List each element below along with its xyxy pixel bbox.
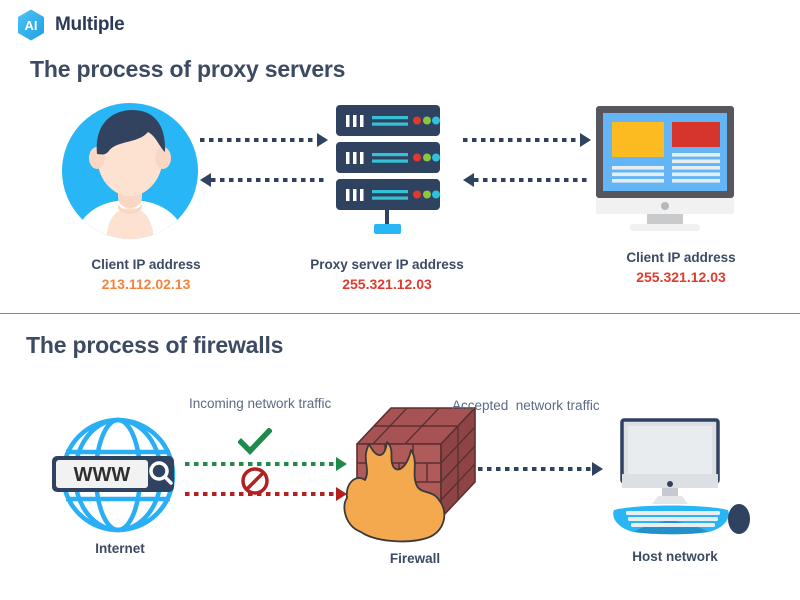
caption-client-ip: 213.112.02.13 [101, 276, 191, 292]
caption-host-network-label: Host network [632, 549, 718, 564]
caption-destination-label: Client IP address [626, 250, 736, 265]
brick-wall-flame-icon [335, 402, 495, 550]
label-accepted-traffic: Accepted network traffic [452, 398, 600, 413]
arrow-proxy-to-client [200, 173, 328, 187]
desktop-keyboard-mouse-icon [600, 418, 750, 543]
arrow-accepted-traffic [478, 462, 603, 476]
arrow-incoming-blocked [185, 487, 347, 501]
caption-internet: Internet [52, 541, 188, 556]
caption-proxy-label: Proxy server IP address [310, 257, 464, 272]
globe-www-icon: WWW [52, 414, 188, 536]
caption-host-network: Host network [600, 549, 750, 564]
arrow-client-to-proxy [200, 133, 328, 147]
caption-client-label: Client IP address [91, 257, 201, 272]
brand-wordmark: Multiple [55, 14, 125, 35]
section-title-firewall: The process of firewalls [26, 332, 284, 358]
desktop-monitor-icon [592, 104, 738, 236]
brand-logo: AI Multiple [14, 8, 125, 42]
arrow-incoming-allowed [185, 457, 347, 471]
server-rack-icon [330, 103, 446, 235]
svg-text:AI: AI [25, 18, 38, 33]
caption-destination-ip: 255.321.12.03 [636, 269, 726, 285]
section-divider [0, 313, 800, 314]
user-avatar-icon [56, 96, 204, 246]
section-title-proxy: The process of proxy servers [30, 56, 346, 82]
svg-text:WWW: WWW [74, 464, 131, 486]
caption-client: Client IP address 213.112.02.13 [0, 257, 292, 292]
arrow-destination-to-proxy [463, 173, 591, 187]
caption-proxy: Proxy server IP address 255.321.12.03 [270, 257, 504, 292]
label-incoming-traffic: Incoming network traffic [189, 396, 332, 411]
caption-destination: Client IP address 255.321.12.03 [562, 250, 800, 285]
caption-proxy-ip: 255.321.12.03 [342, 276, 432, 292]
caption-internet-label: Internet [95, 541, 145, 556]
caption-firewall: Firewall [340, 551, 490, 566]
check-mark-icon [238, 428, 272, 456]
ai-hexagon-icon: AI [14, 8, 48, 42]
arrow-proxy-to-destination [463, 133, 591, 147]
caption-firewall-label: Firewall [389, 551, 441, 566]
